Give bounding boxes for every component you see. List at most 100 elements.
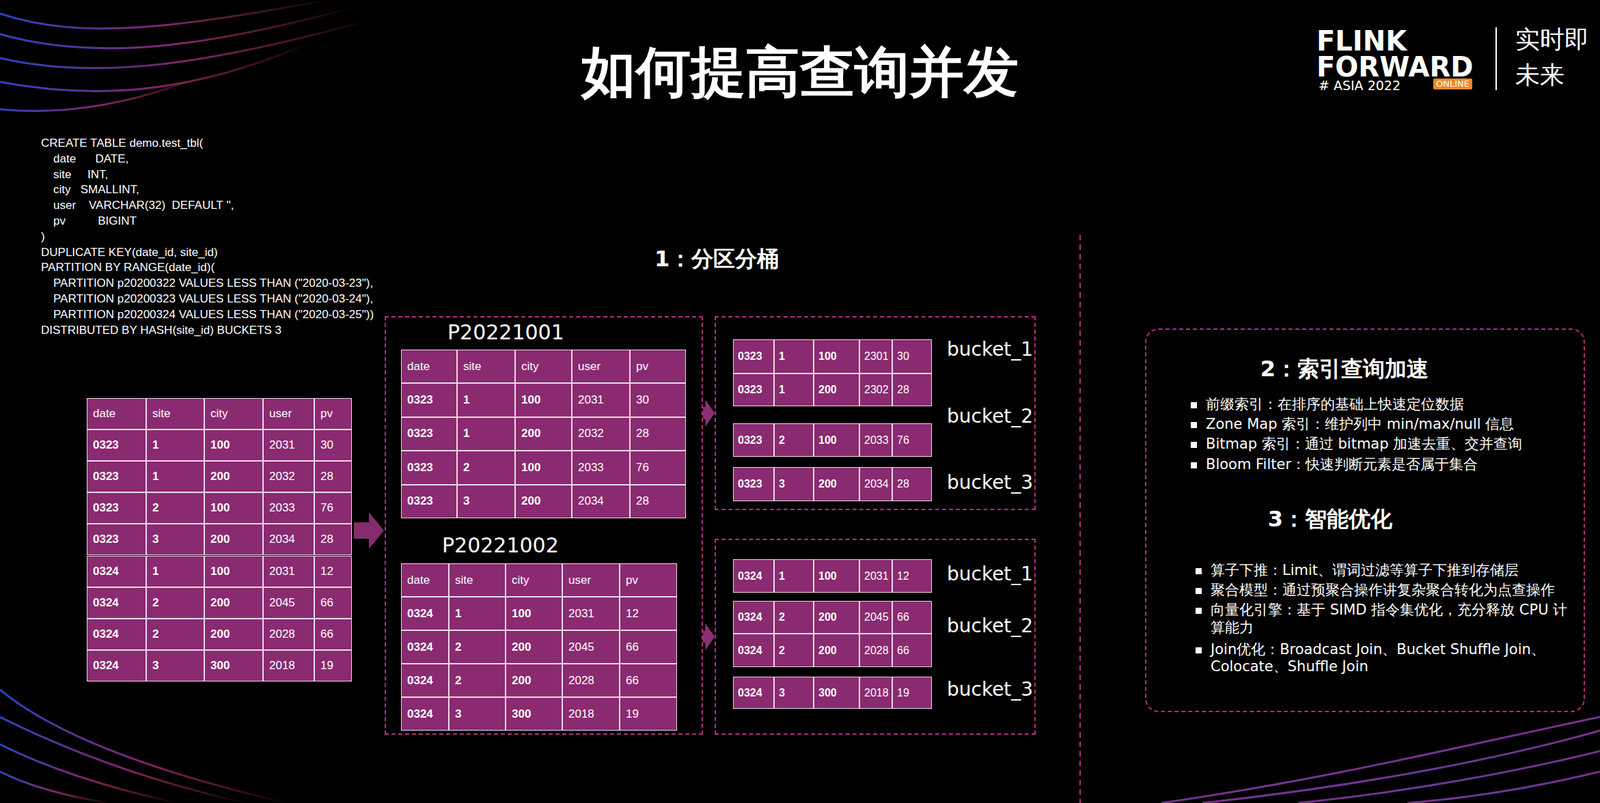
sql-line: user VARCHAR(32) DEFAULT '',	[53, 198, 234, 213]
sql-line: PARTITION p20200322 VALUES LESS THAN ("2…	[53, 276, 374, 291]
bullet-mark	[1195, 588, 1202, 595]
table-cell: 66	[619, 664, 678, 698]
table-cell: 0324	[86, 556, 147, 588]
table-cell: pv	[619, 563, 678, 598]
table-cell: 200	[505, 630, 563, 665]
bullet-mark	[1190, 402, 1197, 409]
table-cell: 2018	[562, 697, 620, 731]
logo-slogan: 未来	[1515, 60, 1565, 90]
table-cell: 0324	[401, 630, 449, 665]
bullet-text: Zone Map 索引：维护列中 min/max/null 信息	[1205, 416, 1575, 434]
feature-panel: 2：索引查询加速前缀索引：在排序的基础上快速定位数据Zone Map 索引：维护…	[1145, 328, 1585, 713]
table-cell: 0323	[401, 417, 458, 451]
sql-line: DUPLICATE KEY(date_id, site_id)	[40, 245, 218, 260]
table-cell: 0324	[733, 601, 775, 634]
table-cell: 1	[146, 429, 205, 462]
table-cell: 2034	[859, 467, 893, 502]
swirl	[0, 0, 369, 803]
table-cell: 0324	[733, 559, 775, 593]
divider	[1079, 235, 1081, 803]
table-cell: 2033	[859, 423, 893, 458]
table-cell: 28	[629, 485, 686, 519]
table-cell: 2	[448, 630, 506, 665]
table-cell: site	[457, 349, 516, 384]
logo-slogan: 实时即	[1515, 24, 1590, 54]
table-cell: 0324	[401, 597, 449, 631]
table-cell: 300	[505, 697, 563, 731]
bullet-text: Bloom Filter：快速判断元素是否属于集合	[1205, 456, 1575, 474]
table-cell: 0324	[733, 677, 775, 710]
box-heading: bucket_3	[946, 678, 1033, 702]
table-cell: 3	[774, 677, 814, 710]
table-cell: 19	[619, 697, 678, 731]
table-cell: 200	[515, 417, 572, 451]
table-cell: 28	[314, 461, 352, 493]
table-cell: 200	[813, 467, 860, 502]
table-cell: 2034	[571, 485, 630, 519]
sql-line: date DATE,	[53, 152, 129, 167]
swirl	[1161, 717, 1600, 803]
table-cell: 0324	[401, 697, 449, 731]
table-cell: user	[562, 563, 620, 598]
table-cell: 1	[448, 597, 506, 631]
table-cell: 100	[515, 383, 572, 417]
table-cell: city	[515, 349, 572, 384]
bullet-text: 算子下推：Limit、谓词过滤等算子下推到存储层	[1210, 562, 1573, 580]
logo-text: # ASIA 2022	[1318, 77, 1401, 94]
table-cell: 2031	[263, 429, 315, 462]
table-cell: 66	[314, 618, 352, 651]
box-heading: bucket_1	[946, 338, 1033, 362]
table-cell: 100	[813, 559, 860, 593]
table-cell: 30	[314, 429, 352, 462]
table-cell: date	[401, 349, 458, 384]
section-heading: 1：分区分桶	[654, 245, 779, 272]
table-cell: 2018	[263, 650, 315, 682]
table-cell: site	[146, 398, 205, 430]
table-cell: 200	[204, 461, 264, 493]
table-cell: 3	[448, 697, 506, 731]
bullet-mark	[1190, 422, 1197, 429]
table-cell: 1	[457, 417, 516, 451]
table-cell: 0323	[401, 485, 458, 519]
table-cell: 2	[146, 587, 205, 619]
table-cell: 66	[314, 587, 352, 619]
table-cell: 0323	[733, 467, 775, 502]
table-cell: 2	[146, 492, 205, 524]
bullet-text: 前缀索引：在排序的基础上快速定位数据	[1205, 396, 1575, 414]
box-heading: bucket_3	[946, 471, 1033, 495]
flow-arrow	[353, 512, 384, 550]
table-cell: 1	[774, 559, 814, 593]
table-cell: 100	[204, 492, 264, 524]
table-cell: 0324	[401, 664, 449, 698]
logo-badge: ONLINE	[1433, 78, 1473, 90]
table-cell: 100	[204, 429, 264, 462]
table-cell: 3	[146, 650, 205, 682]
table-cell: 2033	[263, 492, 315, 524]
bullet-mark	[1190, 462, 1197, 469]
bucket-group: bucket_1bucket_2bucket_3	[714, 316, 1036, 511]
table-cell: 2031	[859, 559, 893, 593]
table-cell: 30	[892, 339, 932, 374]
table-cell: 0324	[86, 587, 147, 619]
table-cell: 2	[774, 601, 814, 634]
sql-line: pv BIGINT	[53, 214, 137, 229]
table-cell: 3	[774, 467, 814, 502]
sql-line: PARTITION p20200324 VALUES LESS THAN ("2…	[53, 308, 374, 322]
table-cell: 1	[146, 556, 205, 588]
table-cell: 200	[515, 485, 572, 519]
bullet-mark	[1195, 568, 1202, 575]
table-cell: 2	[448, 664, 506, 698]
table-cell: 100	[813, 423, 860, 458]
table-cell: 0324	[733, 633, 775, 668]
table-cell: 200	[204, 618, 264, 651]
table-cell: 2028	[263, 618, 315, 651]
table-cell: 2028	[562, 664, 620, 698]
table-cell: 1	[146, 461, 205, 493]
table-cell: 2031	[562, 597, 620, 631]
table-cell: 200	[813, 633, 860, 668]
table-cell: date	[401, 563, 449, 598]
sql-line: PARTITION p20200323 VALUES LESS THAN ("2…	[53, 292, 374, 307]
table-cell: 200	[204, 523, 264, 556]
table-cell: 12	[619, 597, 678, 631]
